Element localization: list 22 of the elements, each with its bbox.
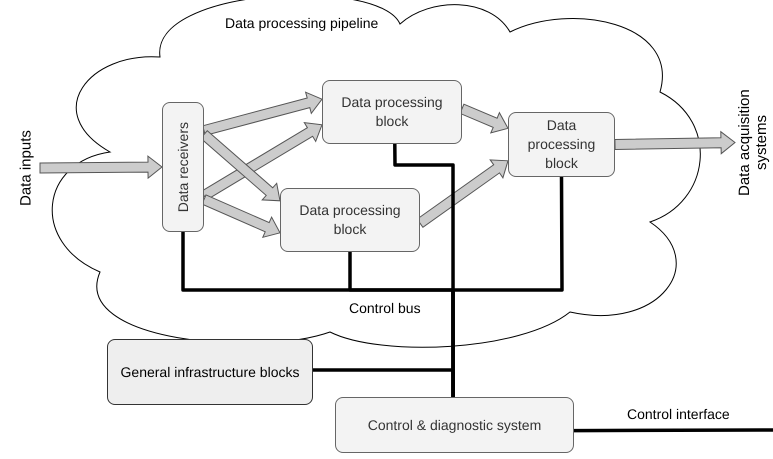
process-box — [508, 112, 615, 177]
block-arrow — [40, 155, 163, 180]
bus-label: Control bus — [349, 299, 421, 318]
bus-line — [574, 428, 773, 432]
process-box — [107, 339, 313, 405]
process-box — [335, 397, 574, 453]
box-label: Control & diagnostic system — [368, 416, 542, 434]
block-arrow — [201, 194, 281, 238]
cloud-title: Data processing pipeline — [225, 14, 378, 33]
process-box — [280, 188, 420, 252]
box-label: Data receivers — [174, 122, 192, 212]
text-label: Data inputs — [12, 118, 40, 218]
block-arrow — [202, 91, 323, 136]
box-label: General infrastructure blocks — [120, 362, 300, 382]
box-label: Data processing block — [526, 116, 596, 173]
text-label: Data acquisition systems — [735, 80, 771, 205]
process-box — [162, 102, 204, 232]
block-arrow — [459, 104, 509, 134]
block-arrow — [614, 130, 736, 155]
box-label: Data processing block — [340, 93, 444, 131]
box-label: Data processing block — [298, 201, 402, 239]
process-box — [322, 80, 462, 144]
